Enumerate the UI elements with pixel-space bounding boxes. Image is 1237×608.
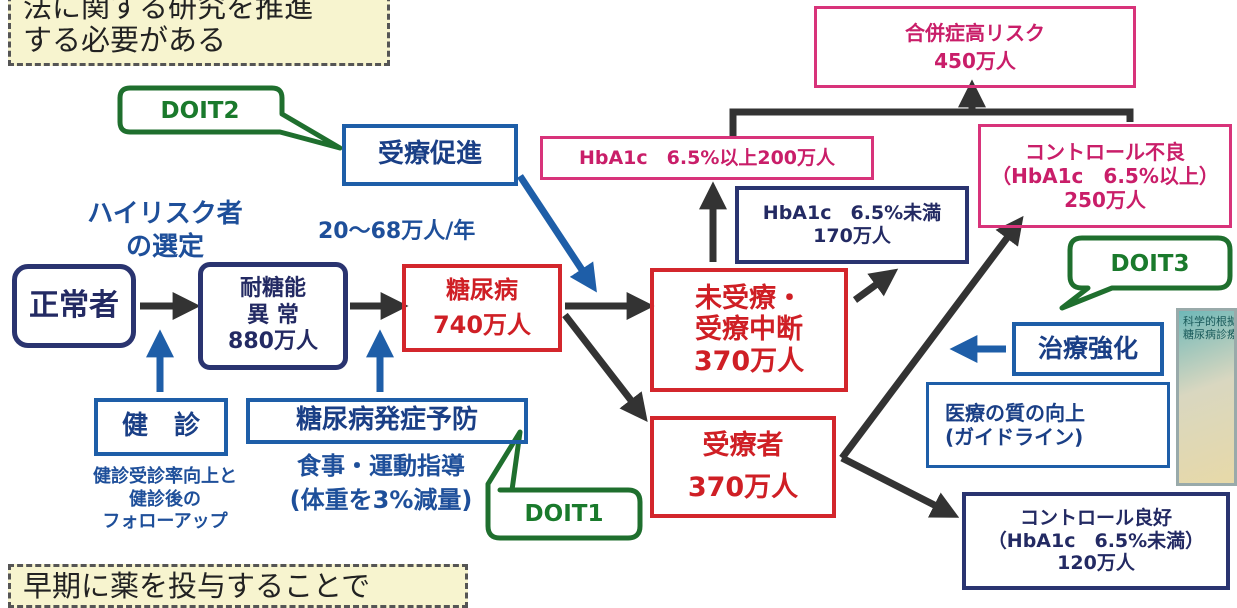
node-promote: 受療促進 xyxy=(342,124,518,186)
node-hba1c-low: HbA1c 6.5%未満 170万人 xyxy=(735,186,969,264)
doit2-bubble xyxy=(117,85,343,151)
label-highrisk: ハイリスク者 の選定 xyxy=(87,199,243,262)
node-treated: 受療者 370万人 xyxy=(650,416,836,518)
node-diabetes: 糖尿病 740万人 xyxy=(402,264,562,352)
node-poor-control: コントロール不良 （HbA1c 6.5%以上） 250万人 xyxy=(978,124,1232,228)
doit1-label: DOIT1 xyxy=(524,501,604,527)
arrow-treated-to-good-control xyxy=(840,454,960,518)
label-checkup-sub: 健診受診率向上と 健診後の フォローアップ xyxy=(93,466,237,532)
note-bottom: 早期に薬を投与することで xyxy=(8,564,468,608)
doit3-label: DOIT3 xyxy=(1110,251,1190,277)
note-top: 法に関する研究を推進 する必要がある xyxy=(8,0,390,66)
node-normal: 正常者 xyxy=(12,264,136,348)
arrow-diabetes-to-treated xyxy=(562,312,648,422)
node-quality: 医療の質の向上 (ガイドライン) xyxy=(926,382,1170,468)
node-intensify: 治療強化 xyxy=(1012,322,1164,376)
node-prevention: 糖尿病発症予防 xyxy=(246,398,528,444)
label-diet: 食事・運動指導 (体重を3%減量) xyxy=(289,452,473,514)
node-untreated: 未受療・ 受療中断 370万人 xyxy=(650,268,848,392)
node-complication: 合併症高リスク 450万人 xyxy=(814,6,1136,88)
doit3-bubble xyxy=(1059,235,1233,311)
doit1-bubble xyxy=(485,429,643,541)
arrow-promote-down xyxy=(517,174,597,293)
guideline-book-image: 科学的根拠に基づく 糖尿病診療ガイドライン xyxy=(1176,308,1237,486)
diagram-connectors xyxy=(117,79,1233,541)
arrow-treated-to-poor-control xyxy=(839,215,1024,461)
book-title: 科学的根拠に基づく 糖尿病診療ガイドライン xyxy=(1183,315,1237,342)
node-hba1c-high: HbA1c 6.5%以上200万人 xyxy=(540,136,874,180)
label-rate: 20～68万人/年 xyxy=(318,219,476,244)
node-checkup: 健 診 xyxy=(94,398,228,456)
node-igt: 耐糖能 異 常 880万人 xyxy=(198,262,348,370)
arrow-untreated-right xyxy=(852,268,899,303)
node-good-control: コントロール良好 （HbA1c 6.5%未満） 120万人 xyxy=(962,492,1230,590)
doit2-label: DOIT2 xyxy=(160,98,240,124)
bracket-to-complication xyxy=(729,108,1134,136)
